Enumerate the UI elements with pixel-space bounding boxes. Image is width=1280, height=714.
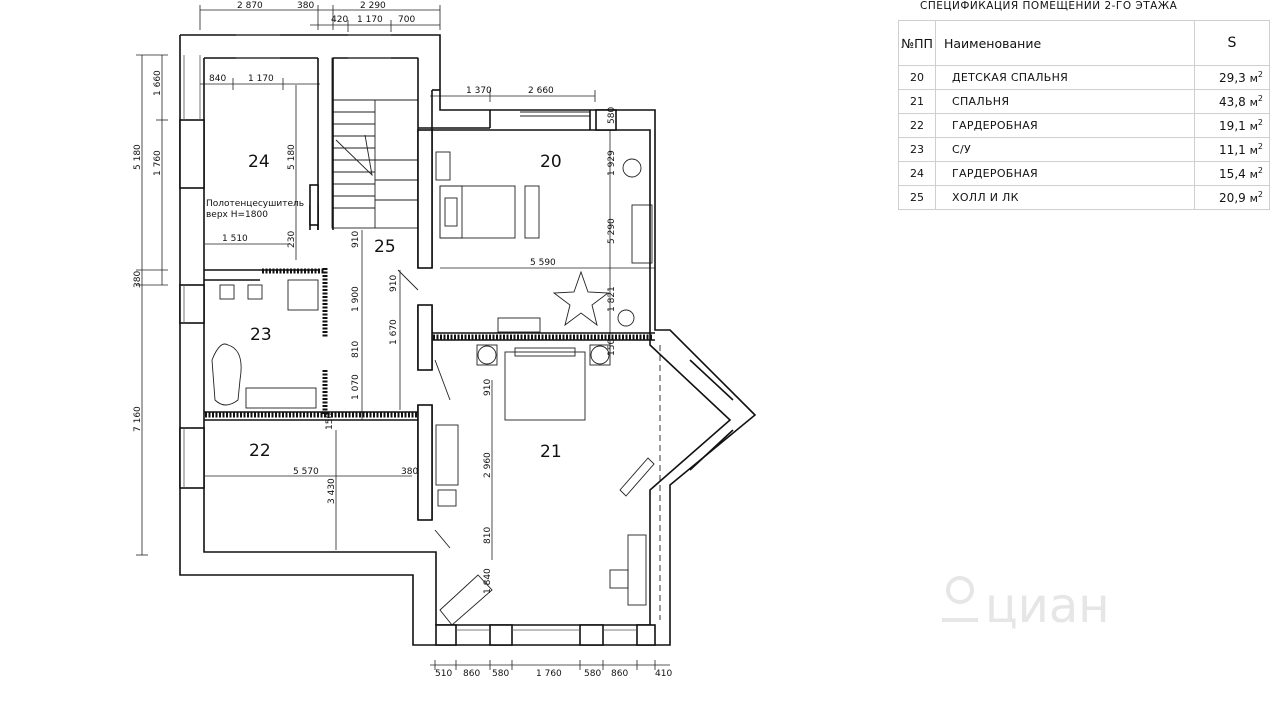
dim-r22-3430: 3 430 [327,478,337,504]
spec-area: 43,8 м2 [1194,89,1270,114]
room-label-20: 20 [540,152,562,172]
table-row: 24 ГАРДЕРОБНАЯ 15,4 м2 [898,161,1270,186]
room-spec-table: №ПП Наименование S 20 ДЕТСКАЯ СПАЛЬНЯ 29… [898,20,1270,210]
spec-name: СПАЛЬНЯ [935,89,1195,114]
dim-r20-a: 1 370 [466,86,492,96]
dim-h-910b: 910 [389,275,399,292]
dim-h-1070: 1 070 [351,374,361,400]
table-row: 22 ГАРДЕРОБНАЯ 19,1 м2 [898,113,1270,138]
dim-bot-e: 580 [584,669,601,679]
dim-left-d: 380 [133,271,143,288]
spec-name: ГАРДЕРОБНАЯ [935,161,1195,186]
windows [183,34,637,631]
dim-r21-2960: 2 960 [483,452,493,478]
spec-num: 23 [898,137,936,162]
spec-name: ДЕТСКАЯ СПАЛЬНЯ [935,65,1195,90]
dim-r20-b: 2 660 [528,86,554,96]
dim-r21-810: 810 [483,527,493,544]
dim-r21-910: 910 [483,379,493,396]
dim-top-e: 1 170 [357,15,383,25]
room-label-23: 23 [250,325,272,345]
dim-top-f: 700 [398,15,415,25]
dim-in-1510: 1 510 [222,234,248,244]
dim-bot-d: 1 760 [536,669,562,679]
spec-area: 29,3 м2 [1194,65,1270,90]
dim-left-b: 1 760 [153,150,163,176]
furniture [211,57,661,626]
spec-num: 22 [898,113,936,138]
spec-name: ГАРДЕРОБНАЯ [935,113,1195,138]
dim-h-1670: 1 670 [389,319,399,345]
dim-left-c: 5 180 [133,144,143,170]
dim-r21-1840: 1 840 [483,568,493,594]
dim-in-230: 230 [287,231,297,248]
dimension-lines [136,5,670,670]
table-row: 20 ДЕТСКАЯ СПАЛЬНЯ 29,3 м2 [898,65,1270,90]
dim-r20-5590: 5 590 [530,258,556,268]
dim-r20-1821: 1 821 [607,286,617,312]
dim-r20-580: 580 [607,107,617,124]
hatched-partitions [205,268,652,418]
table-row: 25 ХОЛЛ И ЛК 20,9 м2 [898,185,1270,210]
spec-header-row: №ПП Наименование S [898,20,1270,66]
dim-bot-f: 860 [611,669,628,679]
spec-area: 19,1 м2 [1194,113,1270,138]
towel-dryer-note-line2: верх Н=1800 [206,210,268,220]
spec-num: 21 [898,89,936,114]
dim-r20-150: 150 [607,339,617,356]
dim-r20-5290: 5 290 [607,218,617,244]
dim-h-150: 150 [325,413,335,430]
room-label-22: 22 [249,441,271,461]
spec-num: 24 [898,161,936,186]
room-label-21: 21 [540,442,562,462]
dim-r22-5570: 5 570 [293,467,319,477]
dim-bot-b: 860 [463,669,480,679]
room-label-25: 25 [374,237,396,257]
dimension-texts: 2 870 380 2 290 420 1 170 700 840 1 170 … [133,1,672,679]
dim-h-810: 810 [351,341,361,358]
spec-name: ХОЛЛ И ЛК [935,185,1195,210]
dim-top-a: 2 870 [237,1,263,11]
spec-area: 20,9 м2 [1194,185,1270,210]
dim-r22-380: 380 [401,467,418,477]
dim-bot-c: 580 [492,669,509,679]
room-label-24: 24 [248,152,270,172]
dim-in-5180: 5 180 [287,144,297,170]
table-row: 23 С/У 11,1 м2 [898,137,1270,162]
dim-left-a: 1 660 [153,70,163,96]
spec-header-area: S [1194,20,1270,66]
spec-title: СПЕЦИФИКАЦИЯ ПОМЕЩЕНИЙ 2-ГО ЭТАЖА [920,0,1178,12]
dim-left-e: 7 160 [133,406,143,432]
towel-dryer-note-line1: Полотенцесушитель [206,199,304,209]
table-row: 21 СПАЛЬНЯ 43,8 м2 [898,89,1270,114]
dim-bot-a: 510 [435,669,452,679]
dim-r24-b: 1 170 [248,74,274,84]
wall-blocks [179,109,656,646]
dim-top-c: 2 290 [360,1,386,11]
dim-h-1900: 1 900 [351,286,361,312]
dim-bot-g: 410 [655,669,672,679]
spec-area: 11,1 м2 [1194,137,1270,162]
spec-area: 15,4 м2 [1194,161,1270,186]
spec-header-name: Наименование [935,20,1195,66]
dim-h-910a: 910 [351,231,361,248]
spec-name: С/У [935,137,1195,162]
watermark-logo-icon [942,576,978,622]
spec-num: 25 [898,185,936,210]
watermark: циан [985,578,1110,634]
dim-top-b: 380 [297,1,314,11]
spec-num: 20 [898,65,936,90]
dim-top-d: 420 [331,15,348,25]
dim-r20-1929: 1 929 [607,150,617,176]
spec-header-num: №ПП [898,20,936,66]
dim-r24-a: 840 [209,74,226,84]
